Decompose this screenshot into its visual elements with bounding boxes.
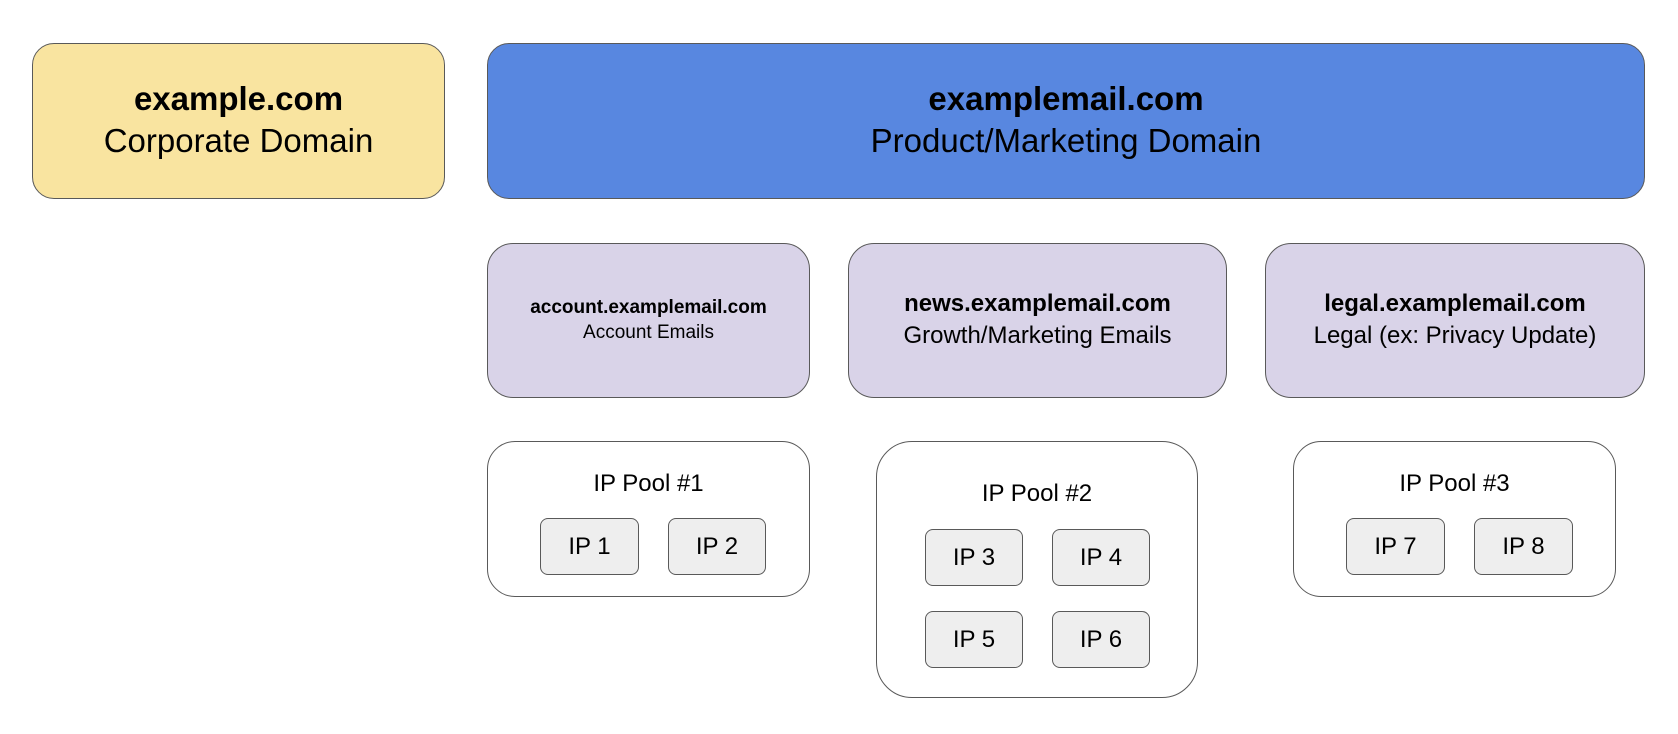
ip-box: IP 2 — [668, 518, 766, 575]
ip-box: IP 4 — [1052, 529, 1150, 586]
corporate-domain-title: example.com — [133, 80, 344, 117]
subdomain-news-box: news.examplemail.com Growth/Marketing Em… — [848, 243, 1227, 398]
subdomain-title: news.examplemail.com — [904, 289, 1171, 317]
ip-box: IP 3 — [925, 529, 1023, 586]
product-domain-title: examplemail.com — [928, 80, 1204, 117]
subdomain-subtitle: Legal (ex: Privacy Update) — [1313, 321, 1597, 349]
ip-box: IP 5 — [925, 611, 1023, 668]
ip-pool-label: IP Pool #1 — [593, 470, 704, 497]
subdomain-legal-box: legal.examplemail.com Legal (ex: Privacy… — [1265, 243, 1645, 398]
ip-box: IP 7 — [1346, 518, 1445, 575]
ip-box: IP 8 — [1474, 518, 1573, 575]
ip-pool-label: IP Pool #2 — [981, 480, 1093, 507]
subdomain-subtitle: Account Emails — [583, 321, 714, 343]
ip-box: IP 1 — [540, 518, 639, 575]
subdomain-subtitle: Growth/Marketing Emails — [903, 321, 1172, 349]
corporate-domain-box: example.com Corporate Domain — [32, 43, 445, 199]
corporate-domain-subtitle: Corporate Domain — [103, 122, 374, 159]
ip-pool-label: IP Pool #3 — [1399, 470, 1510, 497]
subdomain-title: account.examplemail.com — [530, 296, 767, 318]
ip-box: IP 6 — [1052, 611, 1150, 668]
subdomain-title: legal.examplemail.com — [1324, 289, 1586, 317]
subdomain-account-box: account.examplemail.com Account Emails — [487, 243, 810, 398]
product-domain-subtitle: Product/Marketing Domain — [870, 122, 1262, 159]
product-domain-box: examplemail.com Product/Marketing Domain — [487, 43, 1645, 199]
